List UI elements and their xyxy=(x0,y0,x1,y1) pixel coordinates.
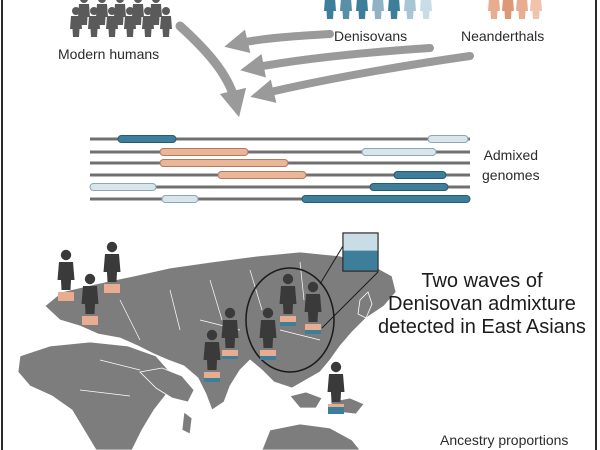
population-figures xyxy=(57,241,345,414)
figure-east-3 xyxy=(259,307,277,360)
waves-line-1: Two waves of xyxy=(421,270,543,292)
denisovans-group xyxy=(324,0,432,19)
figure-europe-3 xyxy=(81,273,99,325)
light-denisovan-segments xyxy=(89,135,469,203)
curved-arrows xyxy=(175,21,474,118)
two-waves-label: Two waves of Denisovan admixture detecte… xyxy=(378,270,586,339)
neanderthals-group xyxy=(488,0,542,19)
world-map xyxy=(17,251,397,450)
neanderthals-label: Neanderthals xyxy=(461,28,545,44)
admixed-genomes xyxy=(89,135,471,203)
ancestry-bar-icon xyxy=(342,232,379,272)
ancestry-proportions-label: Ancestry proportions xyxy=(440,432,569,448)
neanderthal-segments xyxy=(159,148,307,179)
modern-humans-label: Modern humans xyxy=(58,46,160,62)
figure-east-2 xyxy=(304,281,322,334)
modern-humans-group xyxy=(70,0,172,37)
figure-europe-1 xyxy=(57,249,75,301)
figure-asia-2 xyxy=(203,329,221,382)
figure-asia-1 xyxy=(221,307,239,359)
denisovan-segments xyxy=(117,135,471,203)
waves-line-3: detected in East Asians xyxy=(378,316,586,338)
admixed-genomes-label: Admixed genomes xyxy=(482,145,540,185)
figure-east-1 xyxy=(279,273,297,326)
admixed-line-1: Admixed xyxy=(483,147,539,163)
figure-oceania xyxy=(327,361,345,414)
figure-europe-2 xyxy=(103,241,121,293)
waves-line-2: Denisovan admixture xyxy=(388,293,576,315)
east-asia-highlight xyxy=(245,245,379,373)
denisovans-label: Denisovans xyxy=(334,28,408,44)
admixed-line-2: genomes xyxy=(482,167,540,183)
